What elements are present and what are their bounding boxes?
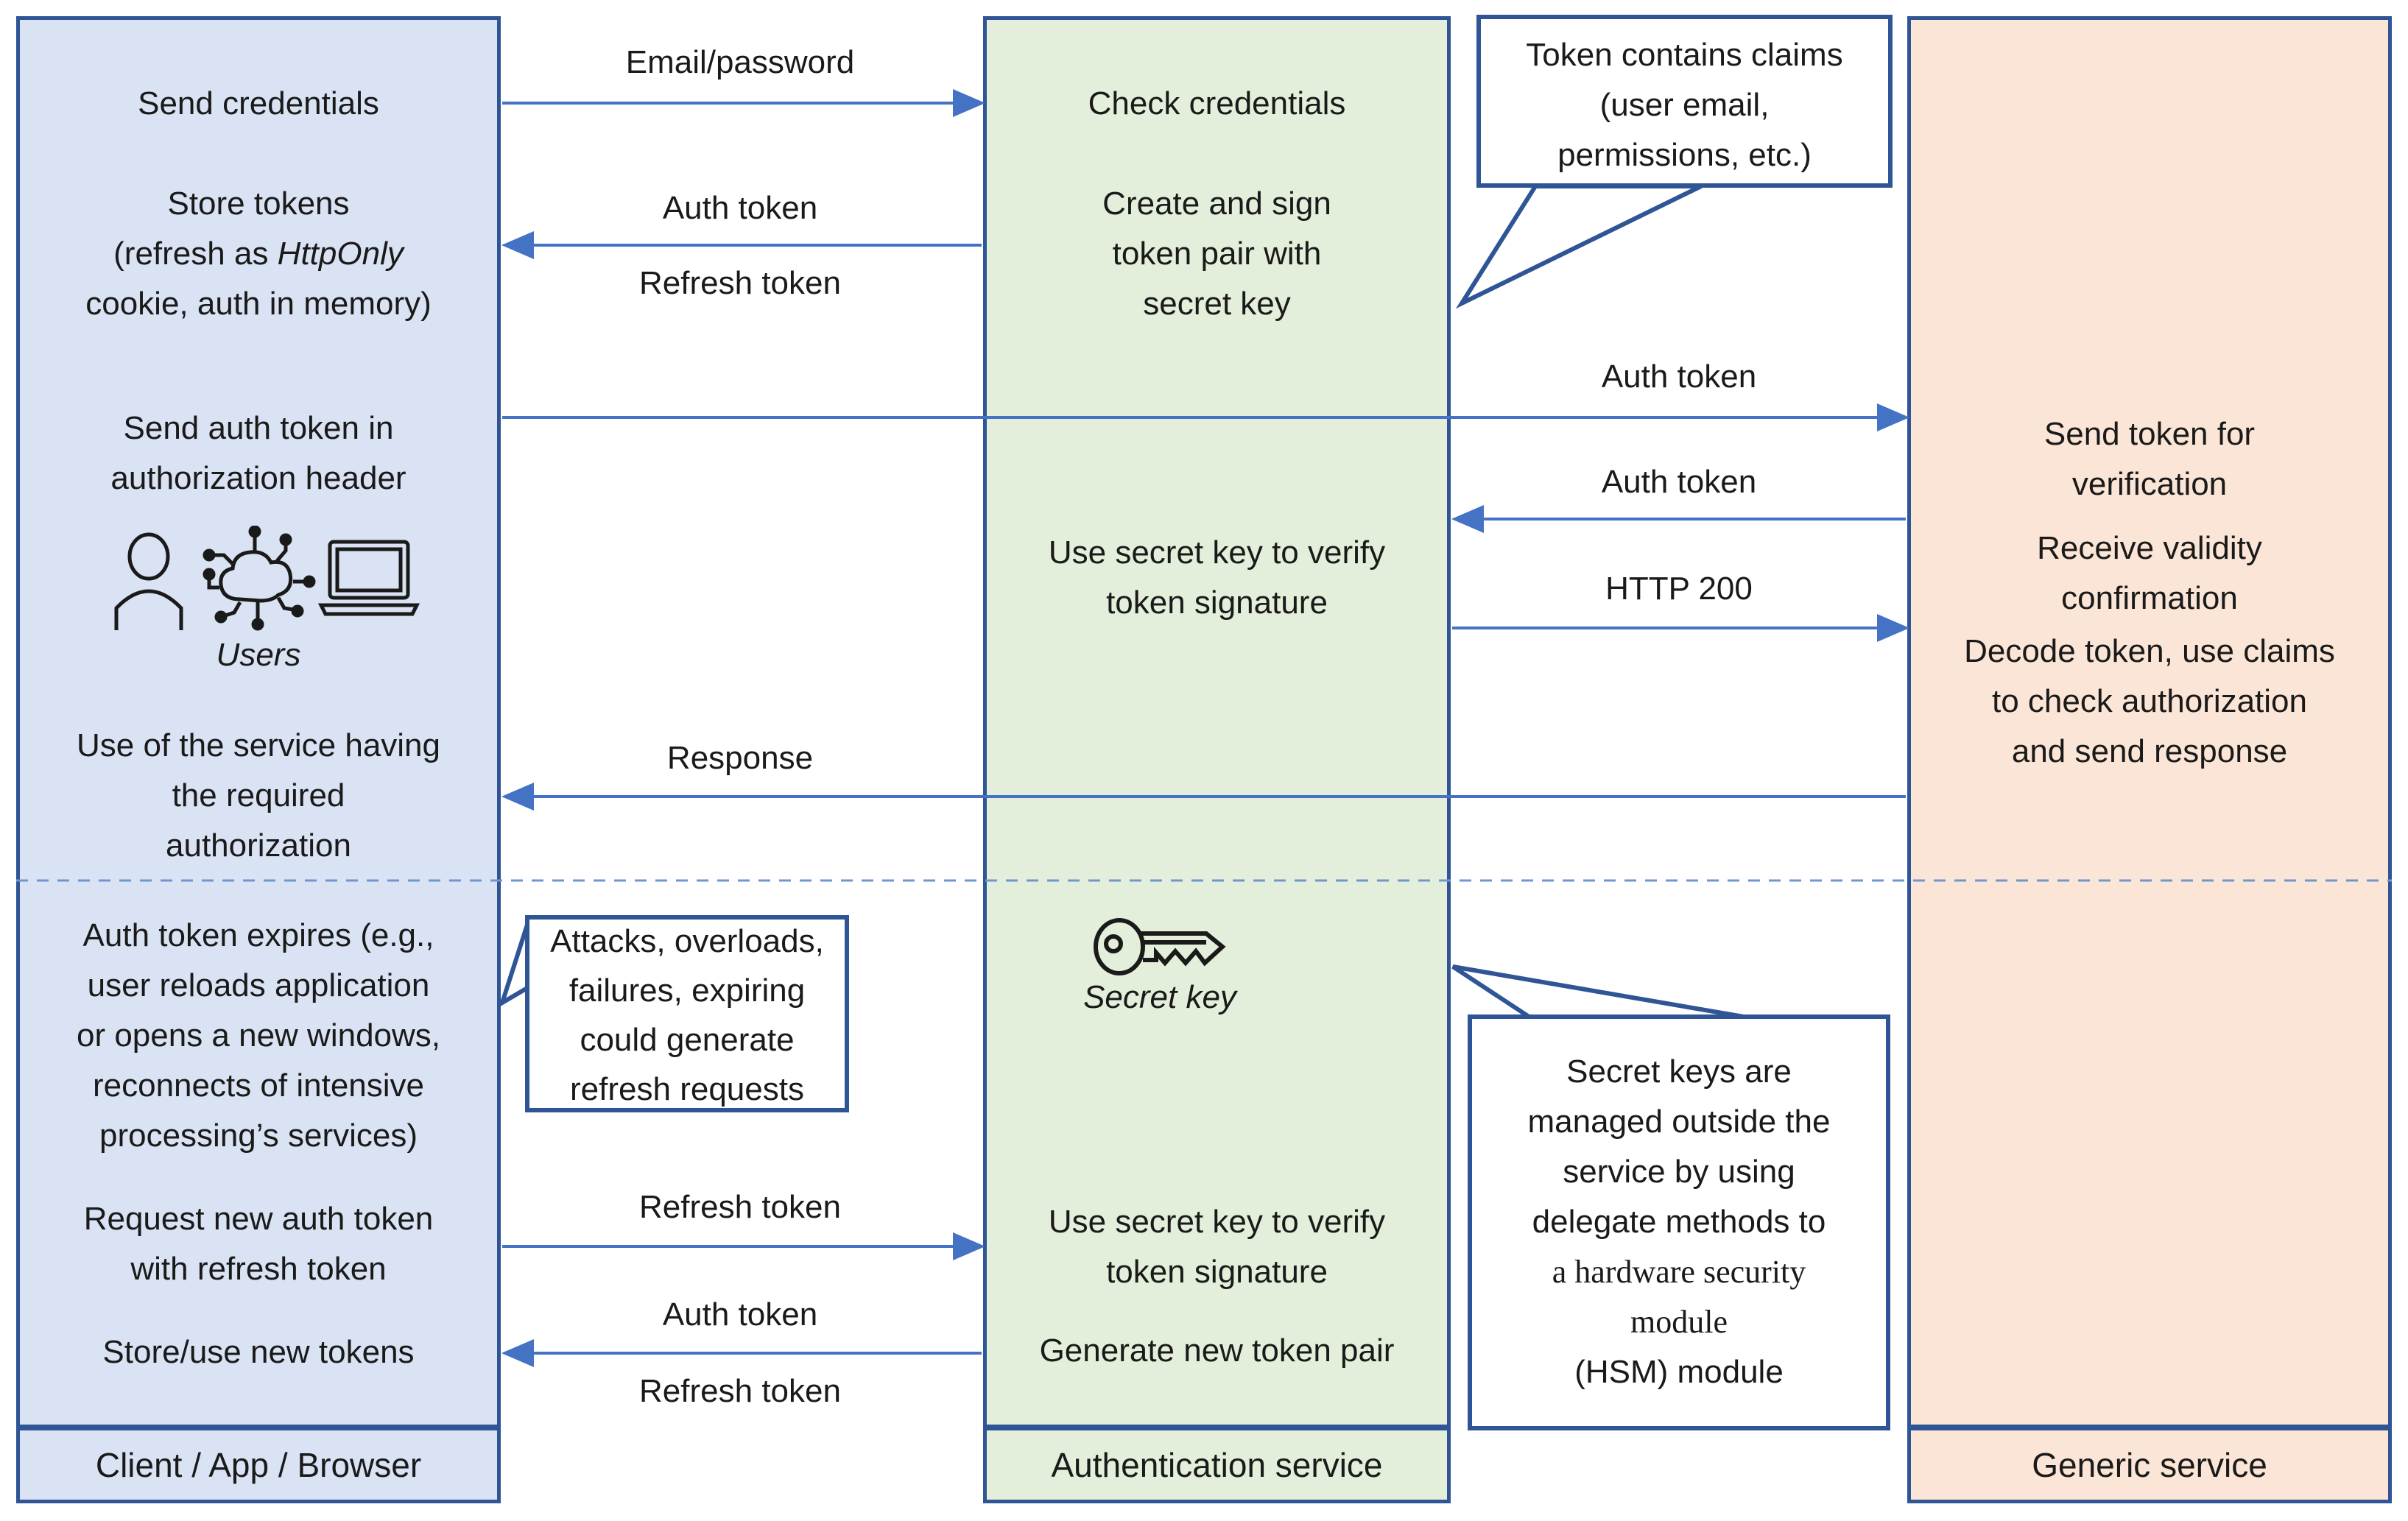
generic-service-column <box>1907 16 2392 1428</box>
generic-receive-validity: Receive validity confirmation <box>2037 530 2262 616</box>
users-caption: Users <box>216 637 301 673</box>
msg-refresh-token-2: Refresh token <box>639 1189 841 1225</box>
arrow-auth-token-to-auth-service <box>1451 504 1906 534</box>
client-use-service: Use of the service having the required a… <box>76 727 441 864</box>
secret-keys-serif-part: a hardware security module <box>1552 1254 1806 1340</box>
generic-decode-token: Decode token, use claims to check author… <box>1964 633 2335 769</box>
auth-check-credentials: Check credentials <box>1088 85 1346 121</box>
msg-refresh-token-3: Refresh token <box>639 1373 841 1409</box>
msg-email-password: Email/password <box>625 44 855 80</box>
arrow-token-pair-to-client <box>501 230 982 260</box>
secret-key-caption: Secret key <box>1083 979 1236 1015</box>
arrow-new-token-pair-to-client <box>501 1338 982 1368</box>
users-icon <box>114 526 420 631</box>
msg-auth-token-2: Auth token <box>662 1296 818 1333</box>
msg-http-200: HTTP 200 <box>1605 571 1753 607</box>
auth-create-sign: Create and sign token pair with secret k… <box>1102 186 1331 322</box>
arrow-response <box>501 782 1906 811</box>
auth-service-column <box>983 16 1451 1428</box>
msg-refresh-token-1: Refresh token <box>639 265 841 301</box>
secret-key-icon <box>1094 918 1226 975</box>
msg-response: Response <box>666 740 814 776</box>
attacks-callout <box>525 915 849 1112</box>
auth-generate-pair: Generate new token pair <box>1039 1333 1395 1369</box>
auth-footer-text: Authentication service <box>1051 1446 1383 1484</box>
arrow-http-200 <box>1452 613 1910 643</box>
auth-verify-signature-1: Use secret key to verify token signature <box>1048 534 1386 621</box>
attacks-callout-text: Attacks, overloads, failures, expiring c… <box>550 923 824 1107</box>
secret-keys-callout-text: Secret keys are managed outside the serv… <box>1475 1047 1883 1397</box>
store-tokens-post: cookie, auth in memory) <box>85 286 432 322</box>
token-claims-callout-tail <box>1455 184 1703 309</box>
auth-footer-label: Authentication service <box>983 1427 1451 1503</box>
arrow-email-password <box>502 88 986 118</box>
generic-send-token: Send token for verification <box>2043 416 2256 502</box>
store-tokens-httponly: HttpOnly <box>277 236 404 272</box>
client-request-new-token: Request new auth token with refresh toke… <box>83 1201 434 1287</box>
store-tokens-pre: Store tokens (refresh as <box>113 186 350 272</box>
secret-keys-callout <box>1468 1014 1890 1430</box>
client-token-expires: Auth token expires (e.g., user reloads a… <box>76 917 441 1154</box>
msg-auth-token-long: Auth token <box>1601 359 1757 395</box>
secret-keys-pre: Secret keys are managed outside the serv… <box>1527 1054 1831 1240</box>
secret-keys-post: (HSM) module <box>1574 1354 1784 1390</box>
arrow-auth-token-to-generic <box>502 403 1910 432</box>
arrow-refresh-token <box>502 1232 986 1261</box>
client-store-tokens: Store tokens (refresh as HttpOnly cookie… <box>24 179 493 329</box>
msg-auth-token-back: Auth token <box>1601 464 1757 500</box>
generic-footer-label: Generic service <box>1907 1427 2392 1503</box>
token-claims-callout-text: Token contains claims (user email, permi… <box>1526 37 1843 173</box>
auth-verify-signature-2: Use secret key to verify token signature <box>1048 1204 1386 1290</box>
client-column <box>16 16 501 1428</box>
client-footer-label: Client / App / Browser <box>16 1427 501 1503</box>
token-claims-callout <box>1476 15 1893 188</box>
client-footer-text: Client / App / Browser <box>95 1446 422 1484</box>
client-store-use-new: Store/use new tokens <box>102 1334 415 1370</box>
attacks-callout-tail <box>498 924 529 1008</box>
client-send-credentials: Send credentials <box>138 85 379 121</box>
msg-auth-token-1: Auth token <box>662 190 818 226</box>
client-send-auth-token: Send auth token in authorization header <box>110 410 406 496</box>
generic-footer-text: Generic service <box>2032 1446 2267 1484</box>
